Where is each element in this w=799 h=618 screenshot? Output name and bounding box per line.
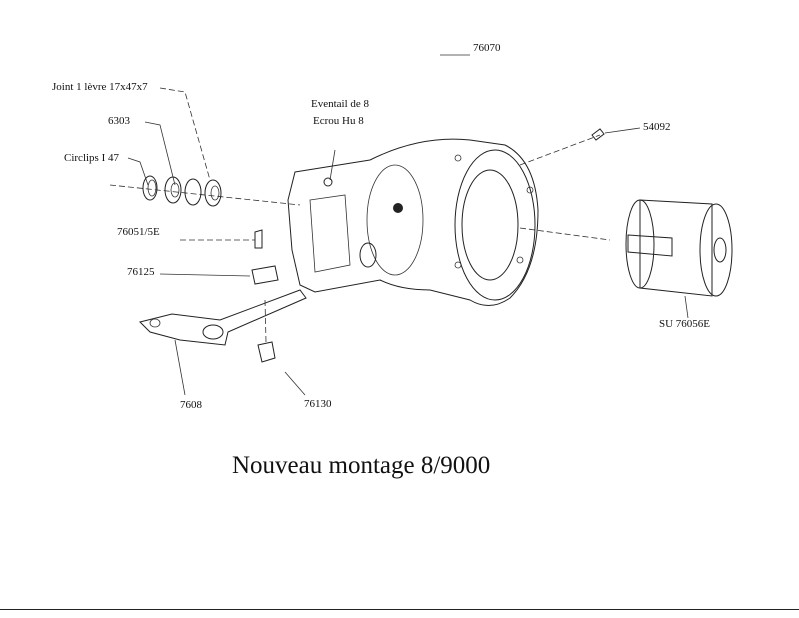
leader-76125 xyxy=(159,273,251,277)
joint-seal-inner xyxy=(210,185,220,201)
leader-76130 xyxy=(284,371,306,396)
housing-bracket xyxy=(309,194,351,273)
housing-boss xyxy=(359,242,377,268)
circlips-ring xyxy=(142,175,158,201)
axis-line-right xyxy=(519,134,601,166)
label-54092: 54092 xyxy=(643,121,671,133)
diagram-title: Nouveau montage 8/9000 xyxy=(232,452,491,479)
fork-7608-end xyxy=(149,318,161,328)
label-eventail: Eventail de 8 xyxy=(311,98,370,110)
part-76125 xyxy=(251,265,279,285)
joint-seal xyxy=(204,179,222,207)
leader-su xyxy=(684,295,689,319)
bearing-6303-inner xyxy=(170,182,180,198)
label-su-76056e: SU 76056E xyxy=(659,318,711,330)
leader-joint xyxy=(159,87,211,181)
screw-54092 xyxy=(591,128,605,141)
housing-76070 xyxy=(287,138,539,306)
label-ecrou: Ecrou Hu 8 xyxy=(313,115,364,127)
axis-line-su xyxy=(519,227,611,241)
fork-7608-eye xyxy=(202,324,224,340)
leader-eventail xyxy=(329,149,336,181)
leader-7608 xyxy=(174,339,186,396)
su-76056e-slot xyxy=(627,234,673,257)
label-76051: 76051/5E xyxy=(117,226,160,238)
label-76070: 76070 xyxy=(473,42,501,54)
part-76130 xyxy=(257,341,276,363)
flange-hole-4 xyxy=(454,261,462,269)
label-76130: 76130 xyxy=(304,398,332,410)
bearing-6303-b xyxy=(184,178,202,206)
housing-bore xyxy=(461,169,519,281)
fork-7608 xyxy=(139,289,307,346)
su-76056e-hole xyxy=(713,237,727,263)
leader-circlips xyxy=(127,157,149,186)
axis-76130 xyxy=(264,299,267,343)
housing-dot xyxy=(393,203,403,213)
label-7608: 7608 xyxy=(180,399,202,411)
flange-hole-3 xyxy=(516,256,524,264)
su-76056e-face xyxy=(699,203,733,297)
bearing-6303 xyxy=(164,176,182,204)
flange-hole-2 xyxy=(526,186,534,194)
housing-flange xyxy=(454,149,536,301)
su-76056e-left xyxy=(625,199,655,289)
housing-body xyxy=(366,164,424,276)
bottom-rule xyxy=(0,609,799,610)
flange-hole-1 xyxy=(454,154,462,162)
circlips-ring-inner xyxy=(147,179,157,197)
label-circlips: Circlips I 47 xyxy=(64,152,119,164)
su-76056e-body xyxy=(639,199,713,297)
leader-6303 xyxy=(144,121,176,186)
pin-76051 xyxy=(254,229,263,249)
leader-54092 xyxy=(604,127,641,134)
eventail-washer xyxy=(323,177,333,187)
label-joint: Joint 1 lèvre 17x47x7 xyxy=(52,81,148,93)
label-76125: 76125 xyxy=(127,266,155,278)
label-6303: 6303 xyxy=(108,115,130,127)
